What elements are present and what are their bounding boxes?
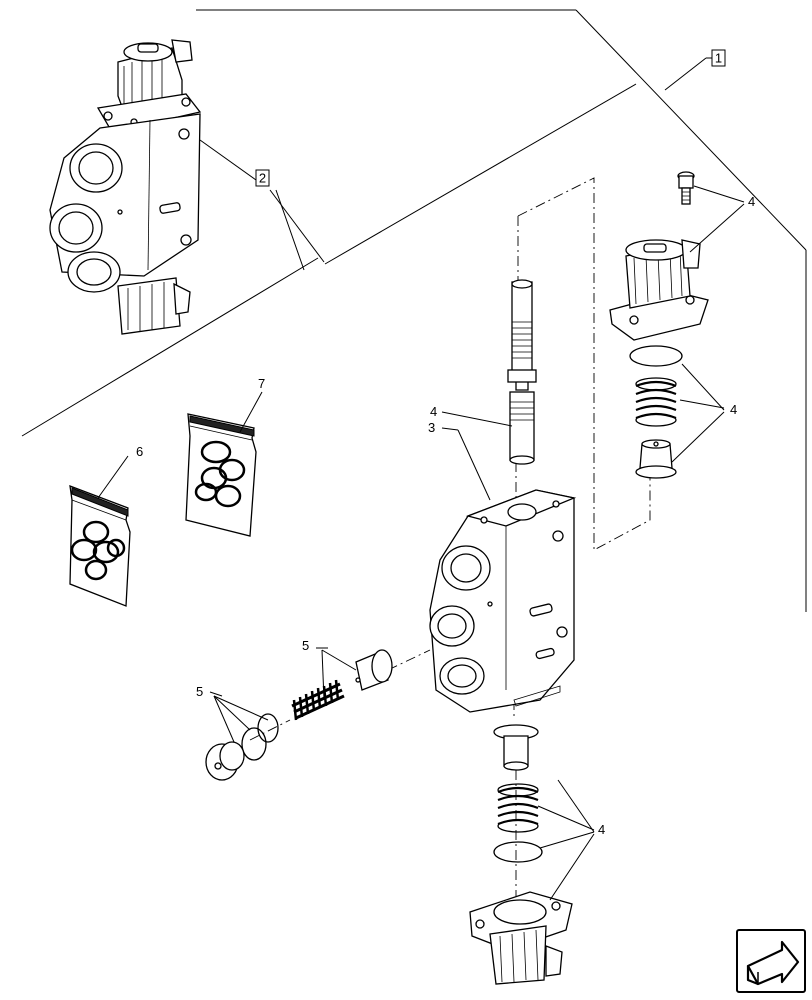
callout-5-lower: 5 — [196, 684, 203, 699]
callout-1-text: 1 — [715, 51, 722, 66]
callout-4-bottom-cap: 4 — [598, 822, 605, 837]
seal-kit-bag-7 — [185, 413, 257, 537]
callout-4-spring-set: 4 — [730, 402, 737, 417]
next-page-button[interactable] — [736, 929, 806, 993]
relief-valve-parts — [205, 649, 393, 781]
assembled-valve-illustration — [49, 39, 202, 335]
callout-leaders — [97, 139, 745, 901]
callout-7: 7 — [258, 376, 265, 391]
top-cap-assembly — [609, 171, 709, 479]
callout-6: 6 — [136, 444, 143, 459]
valve-body-part — [429, 489, 577, 713]
callout-4-top-cap: 4 — [748, 194, 755, 209]
callout-5-upper: 5 — [302, 638, 309, 653]
callout-3: 3 — [428, 420, 435, 435]
spool-part — [507, 279, 537, 465]
callout-2: 2 — [255, 169, 270, 187]
callout-4-spool: 4 — [430, 404, 437, 419]
bottom-cap-assembly — [469, 724, 573, 985]
seal-kit-bag-6 — [69, 485, 131, 607]
callout-2-text: 2 — [259, 171, 266, 186]
callout-1: 1 — [711, 49, 726, 67]
next-page-arrow-icon — [746, 940, 800, 986]
assembly-frame-lines — [21, 9, 807, 612]
